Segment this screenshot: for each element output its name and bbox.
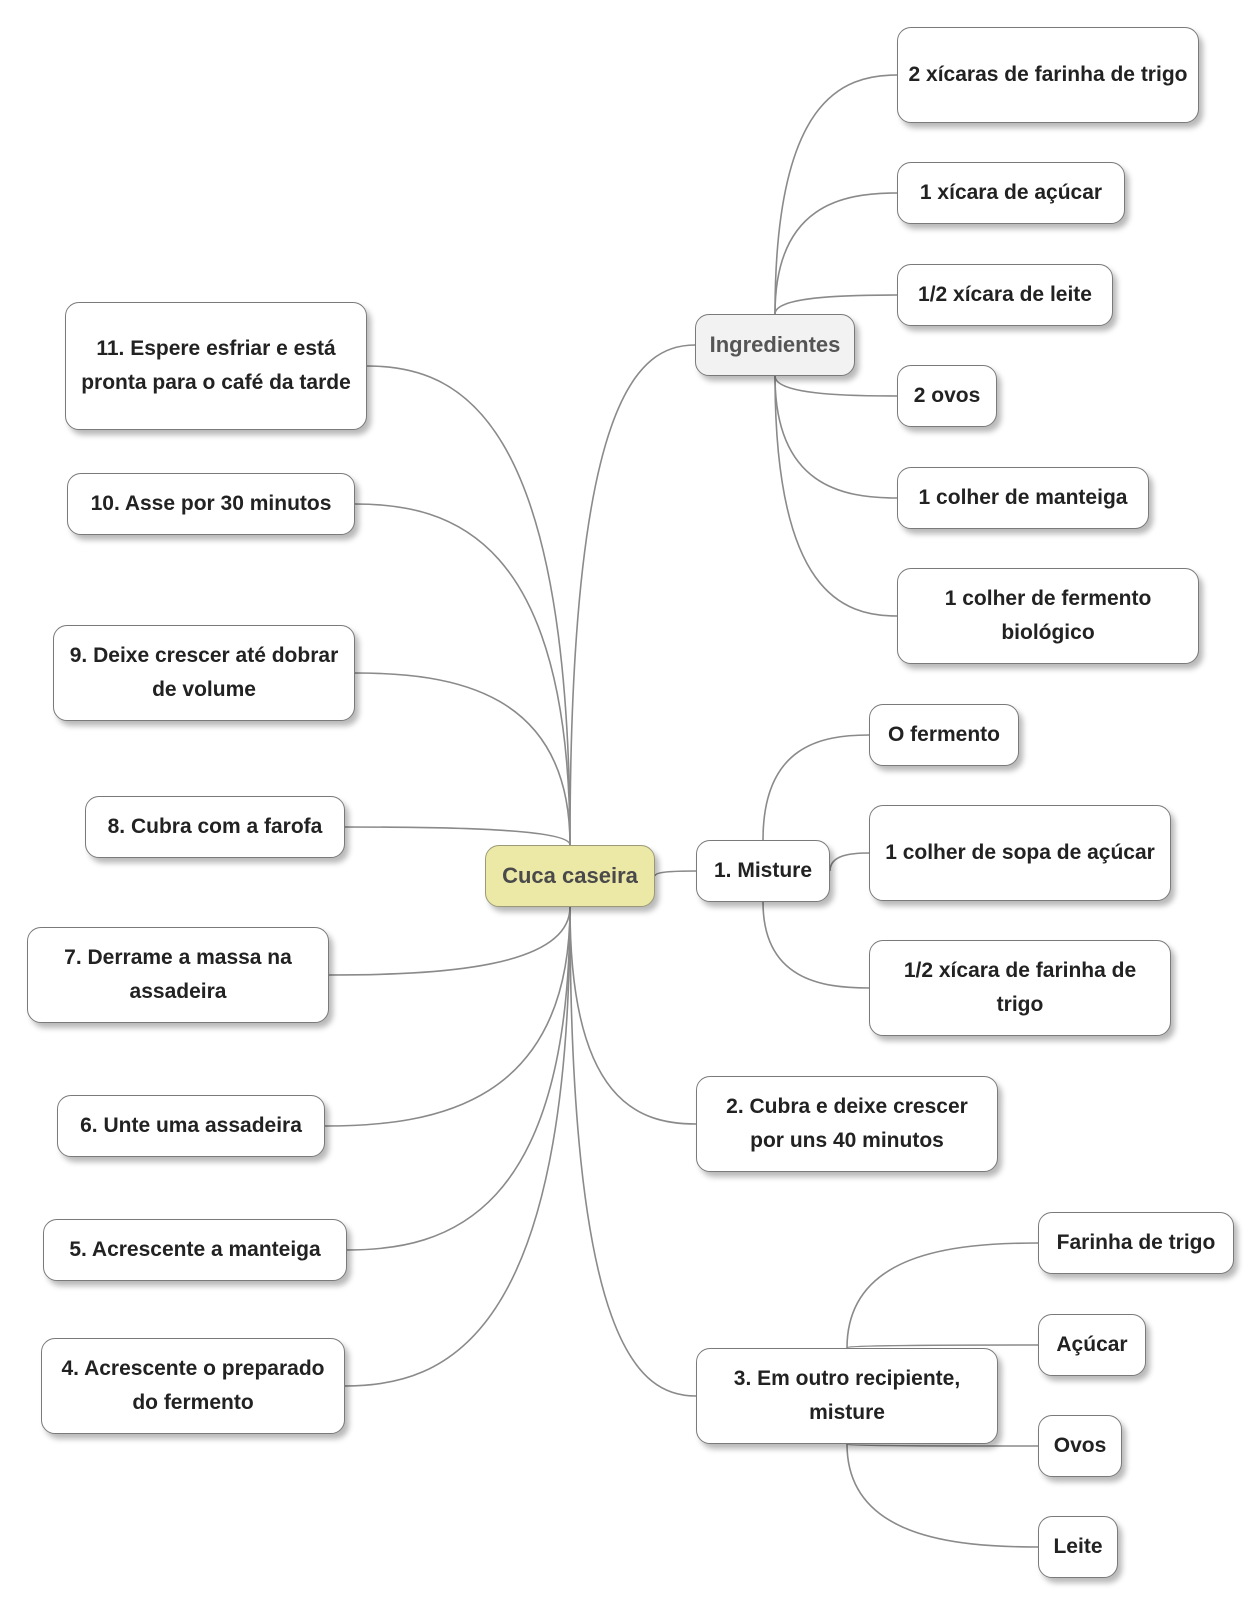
connector-step3-node — [569, 906, 697, 1397]
connector-step4-node — [344, 906, 571, 1387]
step3-item-3[interactable]: Ovos — [1038, 1415, 1122, 1477]
step1-item-1[interactable]: O fermento — [869, 704, 1019, 766]
connector-ingredient-item-6 — [774, 375, 898, 617]
connector-ingredient-item-5 — [774, 375, 898, 499]
ingredient-item-1[interactable]: 2 xícaras de farinha de trigo — [897, 27, 1199, 123]
connector-step2-node — [569, 906, 697, 1125]
connector-step3-item-3 — [846, 1443, 1039, 1447]
ingredient-item-6[interactable]: 1 colher de fermento biológico — [897, 568, 1199, 664]
ingredient-item-2[interactable]: 1 xícara de açúcar — [897, 162, 1125, 224]
connector-ingredient-item-4 — [774, 375, 898, 397]
step1-item-3[interactable]: 1/2 xícara de farinha de trigo — [869, 940, 1171, 1036]
step3-node[interactable]: 3. Em outro recipiente, misture — [696, 1348, 998, 1444]
step1-node[interactable]: 1. Misture — [696, 840, 830, 902]
ingredient-item-3[interactable]: 1/2 xícara de leite — [897, 264, 1113, 326]
connector-step1-item-1 — [762, 734, 870, 841]
ingredient-item-5[interactable]: 1 colher de manteiga — [897, 467, 1149, 529]
connector-step3-item-1 — [846, 1242, 1039, 1349]
connector-step11-node — [366, 365, 571, 846]
connector-step3-item-2 — [846, 1344, 1039, 1349]
step3-item-1[interactable]: Farinha de trigo — [1038, 1212, 1234, 1274]
step4-node[interactable]: 4. Acrescente o preparado do fermento — [41, 1338, 345, 1434]
connector-step10-node — [354, 503, 571, 846]
connector-ingredient-item-3 — [774, 294, 898, 315]
connector-step7-node — [328, 906, 571, 976]
connector-ingredients-node — [569, 344, 696, 846]
ingredients-node[interactable]: Ingredientes — [695, 314, 855, 376]
connector-ingredient-item-1 — [774, 74, 898, 315]
step10-node[interactable]: 10. Asse por 30 minutos — [67, 473, 355, 535]
connector-step1-item-3 — [762, 901, 870, 989]
connector-step3-item-4 — [846, 1443, 1039, 1548]
step5-node[interactable]: 5. Acrescente a manteiga — [43, 1219, 347, 1281]
connector-step9-node — [354, 672, 571, 846]
step3-item-2[interactable]: Açúcar — [1038, 1314, 1146, 1376]
connector-ingredient-item-2 — [774, 192, 898, 315]
connector-step8-node — [344, 826, 571, 846]
step8-node[interactable]: 8. Cubra com a farofa — [85, 796, 345, 858]
step1-item-2[interactable]: 1 colher de sopa de açúcar — [869, 805, 1171, 901]
step9-node[interactable]: 9. Deixe crescer até dobrar de volume — [53, 625, 355, 721]
step2-node[interactable]: 2. Cubra e deixe crescer por uns 40 minu… — [696, 1076, 998, 1172]
step11-node[interactable]: 11. Espere esfriar e está pronta para o … — [65, 302, 367, 430]
step7-node[interactable]: 7. Derrame a massa na assadeira — [27, 927, 329, 1023]
connector-step1-item-2 — [829, 852, 870, 872]
connector-step6-node — [324, 906, 571, 1127]
ingredient-item-4[interactable]: 2 ovos — [897, 365, 997, 427]
step3-item-4[interactable]: Leite — [1038, 1516, 1118, 1578]
root-node[interactable]: Cuca caseira — [485, 845, 655, 907]
step6-node[interactable]: 6. Unte uma assadeira — [57, 1095, 325, 1157]
connector-step5-node — [346, 906, 571, 1251]
connector-step1-node — [654, 870, 697, 877]
